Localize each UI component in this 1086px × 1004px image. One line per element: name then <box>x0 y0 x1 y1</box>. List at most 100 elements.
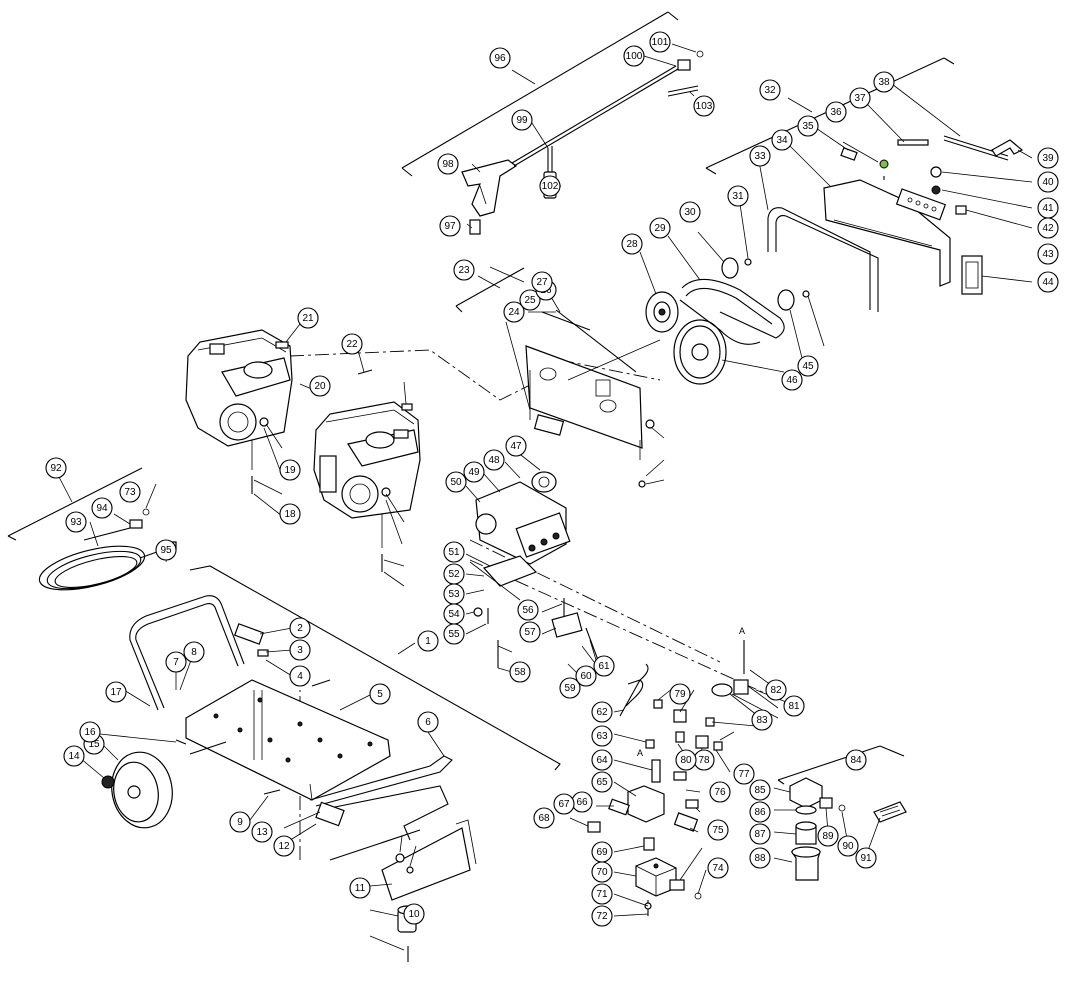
alignment-dash-lines <box>289 349 781 860</box>
callout-6: 6 <box>417 711 439 733</box>
callout-balloon <box>749 847 771 869</box>
callout-balloon <box>849 87 871 109</box>
callout-balloon <box>707 819 729 841</box>
group-bracket-lines <box>7 11 955 785</box>
callout-balloon <box>503 301 525 323</box>
callout-86: 86 <box>749 801 771 823</box>
callout-number: 41 <box>1042 203 1054 214</box>
callout-number: 58 <box>514 667 526 678</box>
callout-balloon <box>91 497 113 519</box>
engine-front <box>313 401 421 519</box>
callout-13: 13 <box>251 821 273 843</box>
callout-11: 11 <box>349 877 371 899</box>
callout-number: 32 <box>764 85 776 96</box>
callout-number: 19 <box>284 465 296 476</box>
callout-number: 46 <box>786 375 798 386</box>
callout-balloon <box>693 95 715 117</box>
callout-balloon <box>649 217 671 239</box>
callout-balloon <box>1037 147 1059 169</box>
callout-number: 65 <box>596 777 608 788</box>
pump-assembly <box>469 471 599 668</box>
callout-balloon <box>575 665 597 687</box>
callout-18: 18 <box>279 503 301 525</box>
callout-59: 59 <box>559 677 581 699</box>
callout-97: 97 <box>439 215 461 237</box>
callout-38: 38 <box>873 71 895 93</box>
callout-number: 59 <box>564 683 576 694</box>
callout-21: 21 <box>297 307 319 329</box>
callout-number: 73 <box>124 487 136 498</box>
callout-number: 82 <box>770 685 782 696</box>
callout-98: 98 <box>437 153 459 175</box>
callout-balloon <box>443 623 465 645</box>
callout-number: 60 <box>580 671 592 682</box>
callout-layer: 1234567891011121314151617181920212223242… <box>45 31 1059 927</box>
callout-number: 90 <box>842 841 854 852</box>
connection-marker-a-upper: A <box>739 626 745 636</box>
callout-balloon <box>709 781 731 803</box>
callout-balloon <box>669 683 691 705</box>
callout-number: 86 <box>754 807 766 818</box>
callout-number: 103 <box>696 101 713 112</box>
callout-number: 38 <box>878 77 890 88</box>
callout-balloon <box>1037 243 1059 265</box>
callout-number: 63 <box>596 731 608 742</box>
callout-number: 14 <box>68 751 80 762</box>
callout-number: 8 <box>191 647 197 658</box>
callout-number: 96 <box>494 53 506 64</box>
callout-balloon <box>553 793 575 815</box>
callout-23: 23 <box>453 259 475 281</box>
callout-number: 70 <box>596 867 608 878</box>
trigger-gun-assembly <box>461 50 704 235</box>
callout-number: 95 <box>160 545 172 556</box>
callout-39: 39 <box>1037 147 1059 169</box>
callout-balloon <box>621 233 643 255</box>
callout-19: 19 <box>279 459 301 481</box>
callout-102: 102 <box>539 175 561 197</box>
callout-number: 12 <box>278 841 290 852</box>
callout-number: 92 <box>50 463 62 474</box>
callout-number: 94 <box>96 503 108 514</box>
callout-41: 41 <box>1037 197 1059 219</box>
callout-number: 30 <box>684 207 696 218</box>
callout-5: 5 <box>369 683 391 705</box>
callout-85: 85 <box>749 779 771 801</box>
callout-number: 35 <box>802 121 814 132</box>
callout-47: 47 <box>505 435 527 457</box>
callout-number: 61 <box>598 661 610 672</box>
callout-balloon <box>279 459 301 481</box>
callout-27: 27 <box>531 271 553 293</box>
callout-balloon <box>797 355 819 377</box>
callout-number: 43 <box>1042 249 1054 260</box>
callout-80: 80 <box>675 749 697 771</box>
callout-number: 28 <box>626 239 638 250</box>
callout-number: 79 <box>674 689 686 700</box>
callout-58: 58 <box>509 661 531 683</box>
callout-number: 16 <box>84 727 96 738</box>
callout-balloon <box>417 630 439 652</box>
callout-16: 16 <box>79 721 101 743</box>
callout-balloon <box>591 883 613 905</box>
callout-balloon <box>749 801 771 823</box>
callout-34: 34 <box>771 129 793 151</box>
callout-73: 73 <box>119 481 141 503</box>
callout-61: 61 <box>593 655 615 677</box>
callout-31: 31 <box>727 185 749 207</box>
callout-number: 100 <box>626 51 643 62</box>
callout-103: 103 <box>693 95 715 117</box>
callout-balloon <box>1037 171 1059 193</box>
callout-99: 99 <box>511 109 533 131</box>
callout-balloon <box>341 333 363 355</box>
callout-number: 80 <box>680 755 692 766</box>
callout-balloon <box>649 31 671 53</box>
callout-number: 2 <box>297 623 303 634</box>
callout-62: 62 <box>591 701 613 723</box>
callout-number: 69 <box>596 847 608 858</box>
callout-24: 24 <box>503 301 525 323</box>
callout-number: 75 <box>712 825 724 836</box>
callout-balloon <box>519 621 541 643</box>
callout-balloon <box>309 375 331 397</box>
callout-balloon <box>297 307 319 329</box>
pulley-belt-group <box>645 257 810 385</box>
callout-12: 12 <box>273 835 295 857</box>
